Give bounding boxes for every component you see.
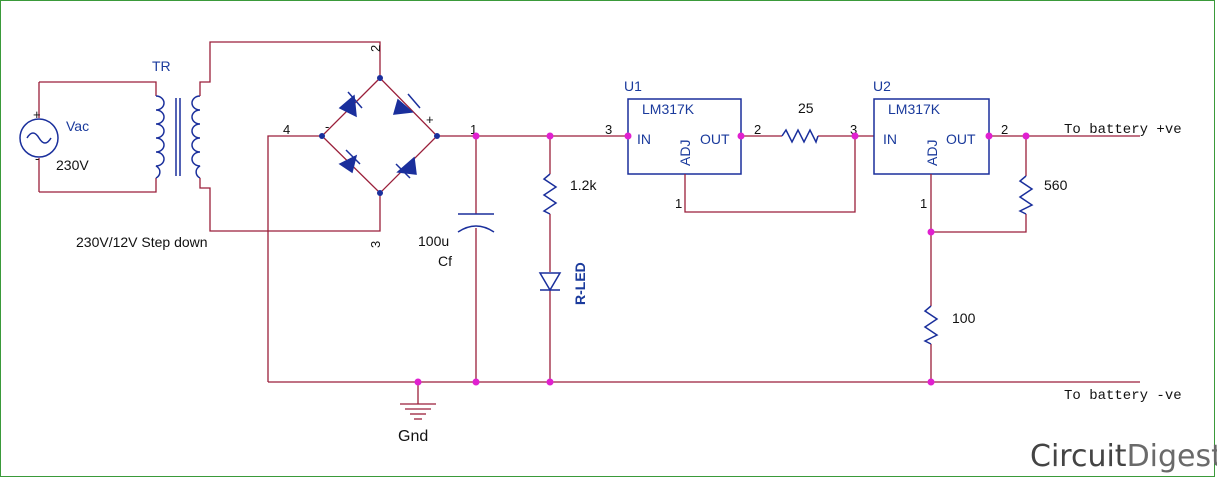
u1-part: LM317K (642, 101, 695, 117)
u1-pin-in: 3 (605, 122, 612, 137)
output-negative-label: To battery -ve (1064, 388, 1182, 404)
resistor-560-value: 560 (1044, 177, 1068, 193)
ground-label: Gnd (398, 428, 428, 445)
svg-text:CircuitDigest: CircuitDigest (1030, 439, 1217, 474)
ground-symbol: Gnd (398, 382, 436, 445)
u2-pin-out: 2 (1001, 122, 1008, 137)
source-plus: + (33, 107, 41, 122)
resistor-1-2k: 1.2k (542, 136, 597, 382)
transformer-description: 230V/12V Step down (76, 234, 208, 250)
ac-source: + - Vac 230V (19, 82, 89, 192)
resistor-led-value: 1.2k (570, 177, 597, 193)
u1-pin-out: 2 (754, 122, 761, 137)
led-name: R-LED (572, 262, 588, 305)
transformer-name: TR (152, 58, 171, 74)
pin-3-label: 3 (368, 241, 383, 248)
resistor-100: 100 (923, 174, 976, 382)
u2-pin-in: 3 (850, 122, 857, 137)
secondary-top-wire (199, 41, 381, 96)
resistor-25: 25 (741, 100, 874, 144)
bridge-minus: - (325, 119, 329, 134)
brand-circuit: Circuit (1030, 439, 1127, 474)
u1-pin-adj: 1 (675, 196, 682, 211)
regulator-u1: U1 LM317K IN OUT ADJ 3 2 1 (605, 78, 761, 211)
pin-1-label: 1 (470, 122, 477, 137)
bridge-rectifier: - + (321, 77, 438, 194)
u2-name: U2 (873, 78, 891, 94)
u2-out-label: OUT (946, 131, 976, 147)
capacitor-value: 100u (418, 233, 449, 249)
secondary-bottom-wire (199, 178, 381, 232)
u1-in-label: IN (637, 131, 651, 147)
u1-out-label: OUT (700, 131, 730, 147)
bridge-negative-wire (267, 135, 322, 382)
resistor-series-value: 25 (798, 100, 814, 116)
u2-part: LM317K (888, 101, 941, 117)
r-led: R-LED (538, 262, 588, 305)
output-positive-label: To battery +ve (1064, 122, 1182, 138)
u2-pin-adj: 1 (920, 196, 927, 211)
transformer: TR 230V/12V Step down (76, 58, 208, 250)
bridge-node-dots (319, 75, 440, 196)
regulator-u2: U2 LM317K IN OUT ADJ 3 2 1 (850, 78, 1008, 211)
capacitor-cf: 100u Cf (418, 136, 495, 382)
resistor-100-value: 100 (952, 310, 976, 326)
resistor-560: 560 (931, 136, 1068, 233)
brand-digest: Digest (1127, 439, 1217, 474)
pin-2-label: 2 (368, 45, 383, 52)
capacitor-name: Cf (438, 253, 452, 269)
circuitdigest-logo: CircuitDigest (1030, 439, 1217, 474)
u2-adj-label: ADJ (924, 140, 940, 166)
u1-adj-wire (684, 136, 856, 213)
source-name: Vac (66, 118, 89, 134)
source-wire (39, 81, 157, 193)
u2-in-label: IN (883, 131, 897, 147)
source-voltage: 230V (56, 157, 89, 173)
junction-dots (414, 132, 1030, 386)
u1-name: U1 (624, 78, 642, 94)
source-minus: - (35, 151, 39, 166)
pin-4-label: 4 (283, 122, 290, 137)
bridge-plus: + (426, 112, 434, 127)
u1-adj-label: ADJ (677, 140, 693, 166)
